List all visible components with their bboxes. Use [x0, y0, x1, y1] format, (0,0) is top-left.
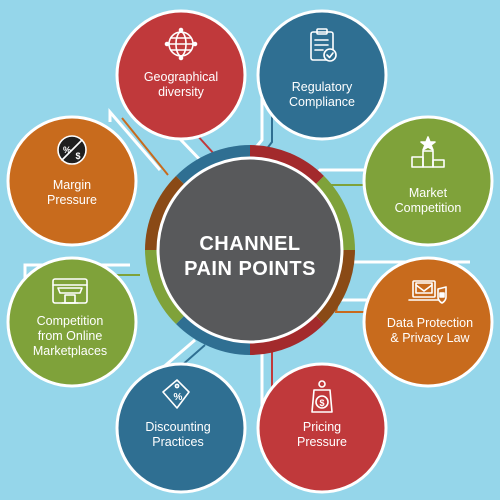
- laptop-lock-icon: [408, 280, 447, 304]
- node-label-line: Regulatory: [291, 80, 353, 94]
- center-title: CHANNEL PAIN POINTS: [160, 232, 340, 282]
- node-circle-pricing: [256, 362, 388, 494]
- node-label-line: Pressure: [46, 193, 98, 207]
- node-label-line: Pricing: [302, 420, 342, 434]
- hub-circle: [156, 156, 344, 344]
- node-label-line: Market: [408, 186, 448, 200]
- svg-text:%: %: [174, 392, 183, 403]
- node-circle-online: [6, 256, 138, 388]
- node-circle-data: [362, 256, 494, 388]
- svg-text:$: $: [319, 398, 324, 408]
- dollar-tag-icon: $: [311, 380, 333, 413]
- globe-icon: [164, 27, 198, 61]
- node-label-line: Discounting: [145, 420, 211, 434]
- node-label-regulatory: Regulatory Compliance: [262, 80, 382, 110]
- node-circle-geo: [115, 9, 247, 141]
- svg-text:$: $: [75, 151, 80, 161]
- connector-margin: [108, 107, 162, 171]
- node-label-line: Competition: [36, 314, 104, 328]
- center-title-line-1: CHANNEL: [199, 233, 301, 255]
- percent-tag-icon: %: [162, 379, 190, 409]
- percent-dollar-icon: % $: [57, 135, 87, 165]
- center-title-line-2: PAIN POINTS: [184, 258, 316, 280]
- clipboard-check-icon: [310, 28, 337, 62]
- node-label-line: & Privacy Law: [390, 331, 470, 345]
- node-label-line: Pressure: [296, 435, 348, 449]
- node-label-line: Compliance: [288, 95, 355, 109]
- node-label-line: Data Protection: [386, 316, 474, 330]
- node-label-line: Competition: [394, 201, 462, 215]
- node-label-online: Competition from Online Marketplaces: [10, 314, 130, 359]
- node-label-line: from Online: [37, 329, 103, 343]
- svg-text:%: %: [63, 145, 71, 155]
- node-label-line: Practices: [152, 435, 204, 449]
- podium-star-icon: [411, 136, 445, 168]
- node-label-line: Geographical: [143, 70, 219, 84]
- node-circle-margin: [6, 115, 138, 247]
- node-label-data: Data Protection & Privacy Law: [370, 316, 490, 346]
- connector-margin-inner: [121, 117, 169, 176]
- node-label-margin: Margin Pressure: [12, 178, 132, 208]
- node-label-line: Margin: [52, 178, 92, 192]
- node-circle-regulatory: [256, 9, 388, 141]
- node-label-geo: Geographical diversity: [121, 70, 241, 100]
- node-label-market: Market Competition: [368, 186, 488, 216]
- node-label-line: Marketplaces: [32, 344, 108, 358]
- node-circle-discount: [115, 362, 247, 494]
- node-circle-market: [362, 115, 494, 247]
- node-label-line: diversity: [158, 85, 204, 99]
- node-label-pricing: Pricing Pressure: [262, 420, 382, 450]
- storefront-icon: [52, 278, 88, 304]
- node-label-discount: Discounting Practices: [118, 420, 238, 450]
